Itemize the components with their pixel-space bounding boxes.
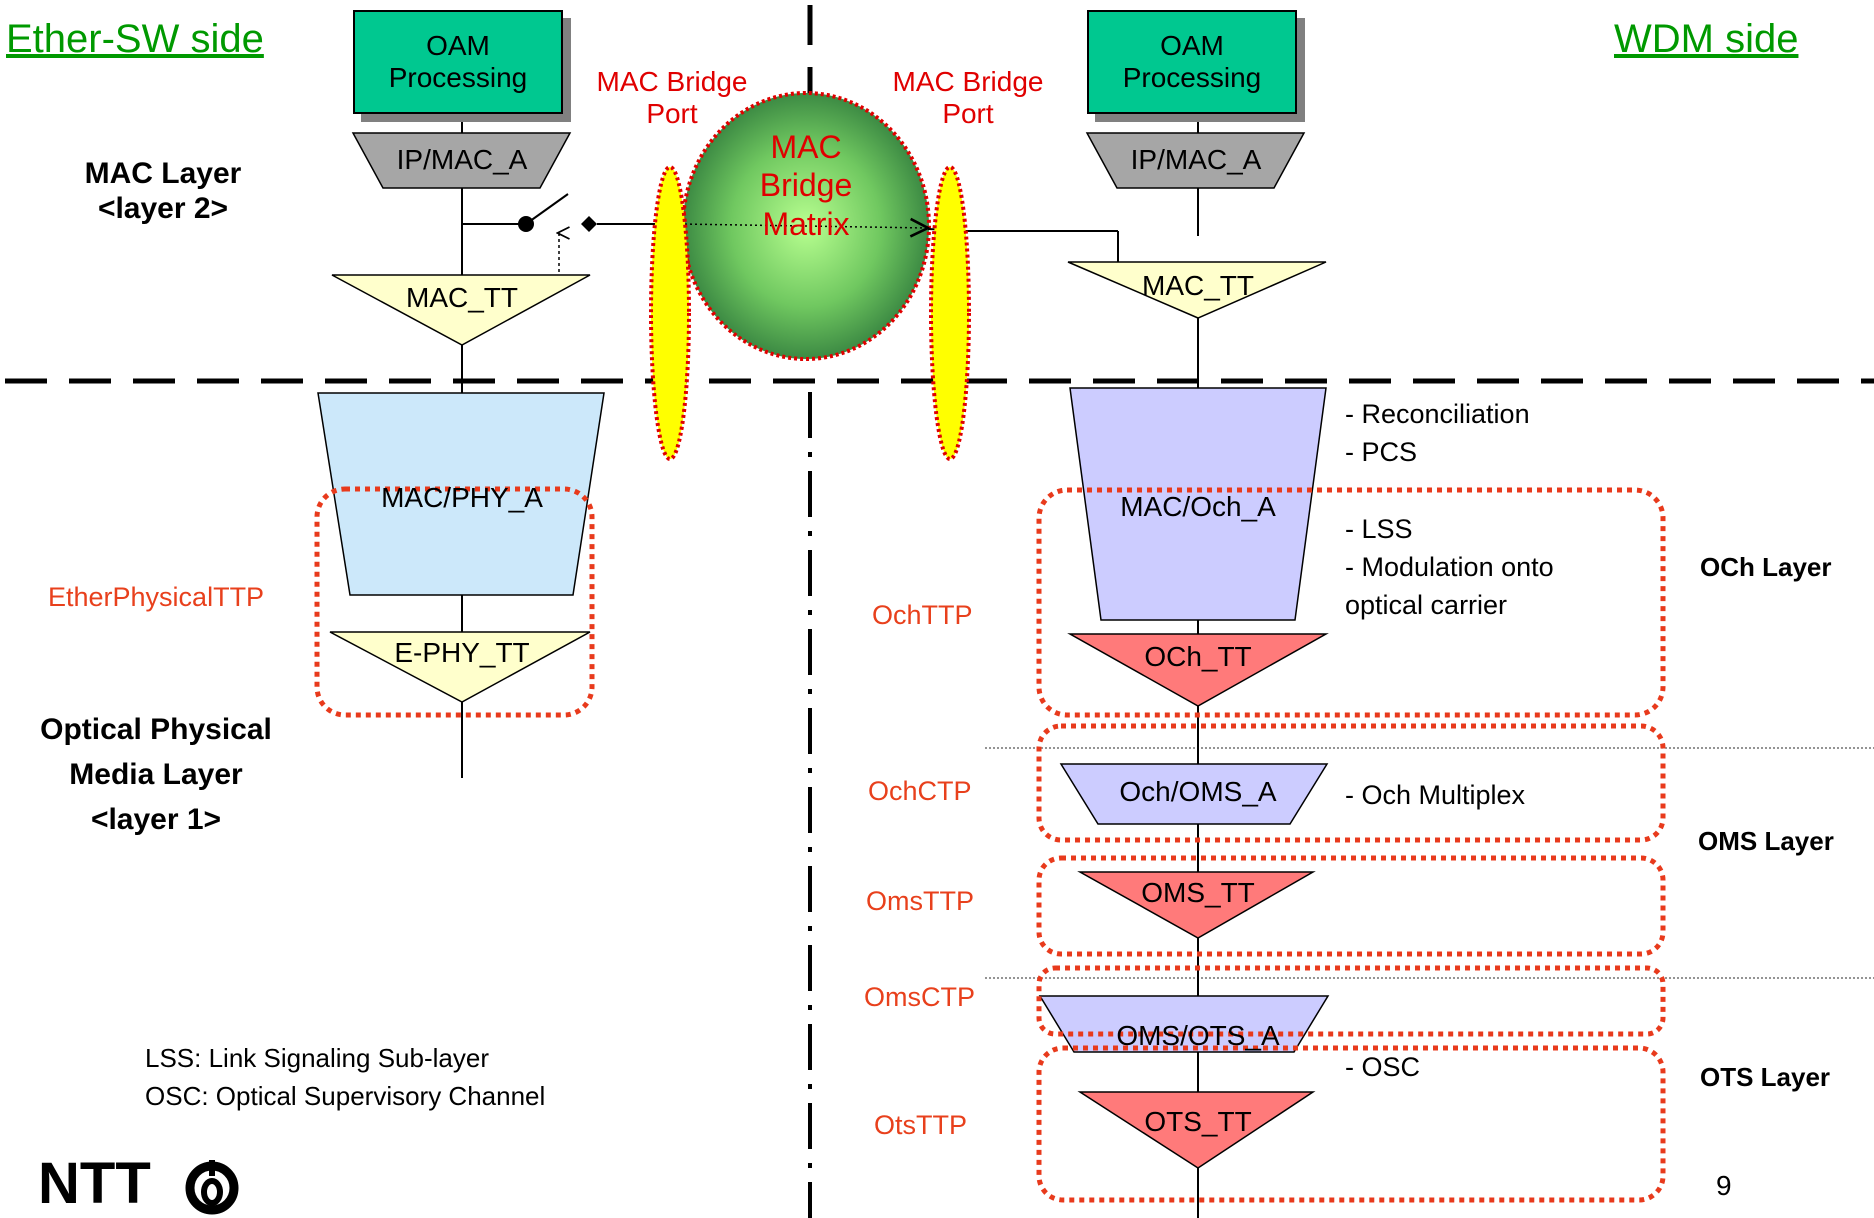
ots-tt-label: OTS_TT — [1144, 1106, 1252, 1137]
och-oms-label: Och/OMS_A — [1119, 776, 1277, 807]
right-mac-tt-block — [1067, 261, 1327, 319]
legend-lss: LSS: Link Signaling Sub-layer — [145, 1043, 489, 1073]
oms-ctp-label: OmsCTP — [864, 982, 975, 1012]
och-ctp-label: OchCTP — [868, 776, 972, 806]
legend-osc: OSC: Optical Supervisory Channel — [145, 1081, 546, 1111]
left-bridge-port-label: MAC Bridge Port — [596, 66, 748, 130]
left-ip-mac-label: IP/MAC_A — [396, 144, 528, 175]
e-phy-tt-block — [329, 631, 591, 703]
och-layer-box — [1036, 487, 1666, 718]
oms-layer-label: OMS Layer — [1698, 826, 1834, 856]
left-oam-processing-box: OAM Processing — [353, 10, 563, 114]
och-tt-block — [1067, 633, 1329, 707]
page-number: 9 — [1716, 1170, 1732, 1201]
ots-layer-label: OTS Layer — [1700, 1062, 1831, 1092]
oms-tt-label: OMS_TT — [1141, 877, 1255, 908]
left-mac-tt-block — [331, 274, 591, 346]
lss-description: - LSS - Modulation onto optical carrier — [1345, 514, 1554, 620]
ether-sw-side-title: Ether-SW side — [6, 17, 264, 61]
left-bridge-port — [649, 165, 691, 461]
ntt-logo-text: NTT — [38, 1151, 151, 1216]
right-oam-processing-box: OAM Processing — [1087, 10, 1297, 114]
och-layer-label: OCh Layer — [1700, 552, 1832, 582]
right-ip-mac-block — [1085, 132, 1306, 189]
och-tt-label: OCh_TT — [1144, 641, 1252, 672]
right-oam-label: OAM Processing — [1122, 29, 1262, 93]
och-oms-block — [1059, 763, 1329, 825]
oms-tt-block — [1077, 871, 1316, 939]
oms-ttp-box — [1036, 855, 1666, 957]
oms-ttp-label: OmsTTP — [866, 886, 974, 916]
switch-lever — [525, 193, 569, 225]
bridge-internal-path — [679, 224, 928, 228]
switch-diamond — [581, 216, 597, 232]
ots-tt-block — [1077, 1091, 1316, 1169]
och-ctp-box — [1036, 723, 1666, 843]
och-multiplex-note: - Och Multiplex — [1345, 780, 1526, 810]
mac-och-description: - Reconciliation - PCS — [1345, 399, 1530, 467]
och-ttp-label: OchTTP — [872, 600, 973, 630]
left-ip-mac-block — [351, 132, 572, 189]
ether-physical-ttp-box — [314, 486, 595, 718]
mac-phy-block — [317, 392, 605, 596]
osc-note: - OSC — [1345, 1052, 1421, 1082]
ots-ttp-box — [1036, 1045, 1666, 1203]
ether-physical-ttp-label: EtherPhysicalTTP — [48, 582, 265, 612]
e-phy-tt-label: E-PHY_TT — [394, 637, 530, 668]
wdm-side-title: WDM side — [1614, 17, 1799, 61]
bridge-matrix-label: MAC Bridge Matrix — [759, 129, 853, 242]
mac-och-label: MAC/Och_A — [1120, 491, 1276, 522]
right-ip-mac-label: IP/MAC_A — [1130, 144, 1262, 175]
mac-och-block — [1069, 387, 1327, 621]
left-oam-label: OAM Processing — [388, 29, 528, 93]
ntt-logo-mark — [185, 1160, 239, 1215]
right-mac-tt-label: MAC_TT — [1142, 270, 1254, 301]
right-bridge-port — [929, 165, 971, 461]
oms-ots-label: OMS/OTS_A — [1116, 1020, 1280, 1051]
optical-layer-label: Optical Physical Media Layer <layer 1> — [40, 713, 272, 836]
right-bridge-port-label: MAC Bridge Port — [892, 66, 1044, 130]
mac-layer-label: MAC Layer <layer 2> — [84, 157, 242, 225]
mac-phy-label: MAC/PHY_A — [381, 482, 543, 513]
ots-ttp-label: OtsTTP — [874, 1110, 967, 1140]
oms-ctp-box — [1036, 965, 1666, 1037]
left-mac-tt-label: MAC_TT — [406, 282, 518, 313]
